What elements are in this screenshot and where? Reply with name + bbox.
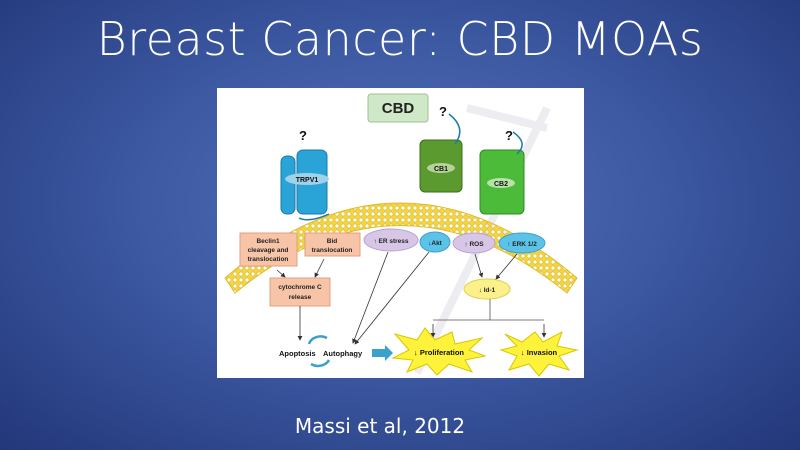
svg-text:translocation: translocation bbox=[312, 247, 353, 254]
svg-text:↓ Proliferation: ↓ Proliferation bbox=[414, 348, 464, 357]
svg-text:↑ ROS: ↑ ROS bbox=[464, 241, 484, 248]
cbd-label-box: CBD bbox=[367, 93, 429, 123]
cbd-mechanism-diagram: CBD ? ? ? TRPV1 CB1 CB2 Beclin1 cleavage… bbox=[217, 88, 584, 378]
apoptosis-autophagy-cycle-icon bbox=[307, 335, 331, 368]
svg-text:Bid: Bid bbox=[327, 238, 338, 245]
svg-text:Beclin1: Beclin1 bbox=[256, 238, 280, 245]
autophagy-label: Autophagy bbox=[323, 349, 363, 358]
svg-text:translocation: translocation bbox=[248, 256, 289, 263]
cb1-unknown-mark: ? bbox=[439, 104, 447, 119]
cb1-receptor: CB1 bbox=[419, 113, 463, 193]
citation: Massi et al, 2012 bbox=[294, 414, 466, 438]
svg-text:TRPV1: TRPV1 bbox=[296, 177, 319, 184]
cb2-unknown-mark: ? bbox=[505, 128, 513, 143]
er-stress-oval: ↑ ER stress bbox=[363, 228, 419, 252]
trpv1-unknown-mark: ? bbox=[299, 128, 307, 143]
trpv1-receptor: TRPV1 bbox=[280, 149, 330, 221]
cb2-receptor: CB2 bbox=[479, 131, 525, 215]
beclin-box: Beclin1 cleavage and translocation bbox=[239, 232, 298, 267]
proliferation-burst: ↓ Proliferation bbox=[391, 327, 487, 376]
outcome-arrow bbox=[372, 345, 393, 361]
slide-title: Breast Cancer: CBD MOAs bbox=[96, 12, 704, 66]
svg-text:CBD: CBD bbox=[382, 100, 415, 117]
svg-text:cytochrome C: cytochrome C bbox=[278, 284, 322, 291]
svg-text:CB2: CB2 bbox=[494, 181, 508, 188]
svg-text:release: release bbox=[289, 294, 312, 301]
akt-oval: ↓Akt bbox=[419, 231, 451, 253]
invasion-burst: ↓ Invasion bbox=[499, 330, 579, 377]
erk-oval: ↑ ERK 1/2 bbox=[498, 232, 546, 254]
svg-text:↑ ER stress: ↑ ER stress bbox=[373, 238, 408, 245]
apoptosis-label: Apoptosis bbox=[279, 349, 316, 358]
pathway-arrows bbox=[276, 251, 547, 345]
svg-text:↓ Id-1: ↓ Id-1 bbox=[479, 287, 496, 294]
svg-text:cleavage and: cleavage and bbox=[248, 247, 289, 254]
svg-text:CB1: CB1 bbox=[434, 166, 448, 173]
svg-text:↓ Invasion: ↓ Invasion bbox=[521, 348, 558, 357]
bid-box: Bid translocation bbox=[304, 232, 361, 257]
svg-text:↑ ERK 1/2: ↑ ERK 1/2 bbox=[507, 241, 537, 248]
ros-oval: ↑ ROS bbox=[452, 232, 496, 254]
cytochrome-box: cytochrome C release bbox=[269, 277, 331, 307]
id1-oval: ↓ Id-1 bbox=[463, 278, 511, 300]
svg-text:↓Akt: ↓Akt bbox=[428, 240, 443, 247]
